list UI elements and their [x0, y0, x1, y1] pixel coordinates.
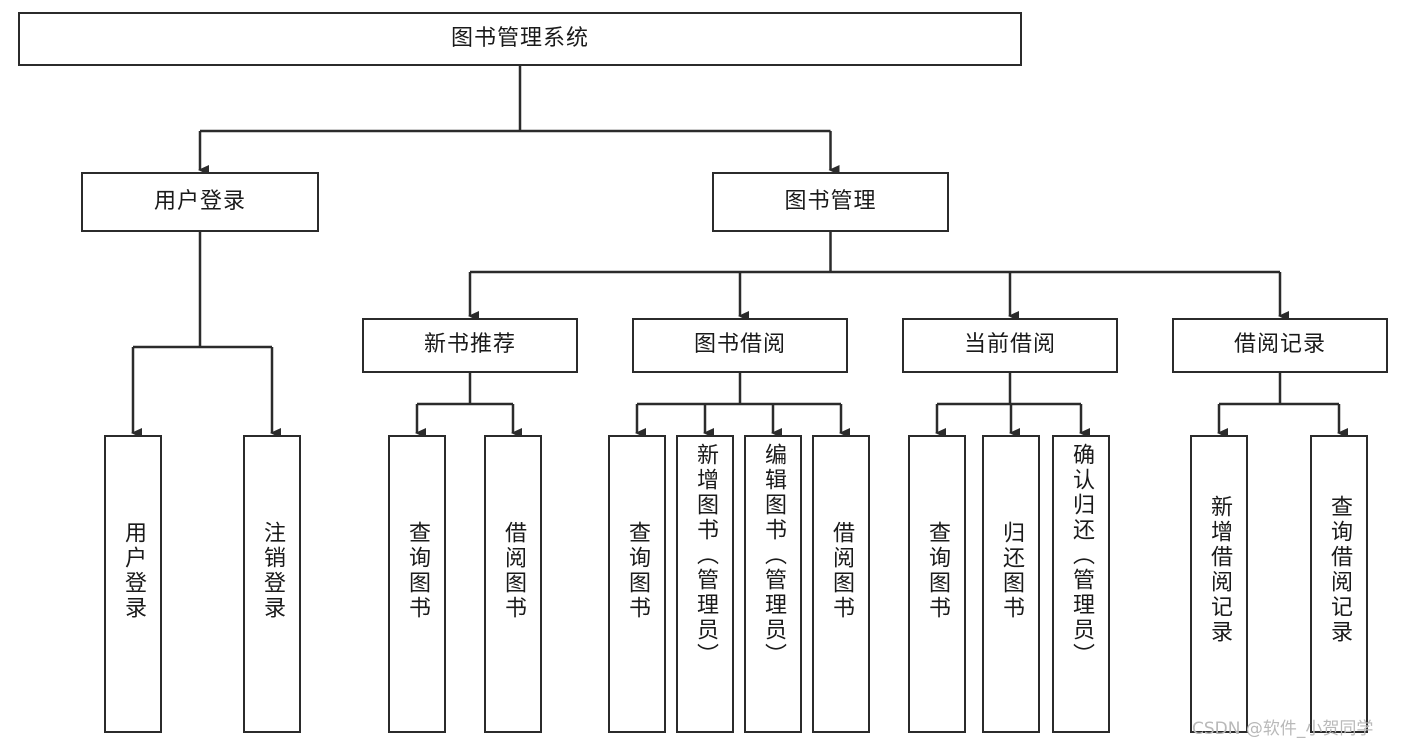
node-leaf-b-lend: 借阅图书: [812, 435, 870, 733]
node-leaf-user-login: 用户登录: [104, 435, 162, 733]
node-leaf-b-query: 查询图书: [608, 435, 666, 733]
node-label: 图书管理: [784, 188, 877, 214]
node-label: 查询图书: [925, 521, 950, 621]
node-root: 图书管理系统: [18, 12, 1022, 66]
node-leaf-c-return: 归还图书: [982, 435, 1040, 733]
node-label: 新增图书（管理员）: [693, 443, 718, 668]
node-l3-record: 借阅记录: [1172, 318, 1388, 373]
node-label: 借阅图书: [501, 521, 526, 621]
node-label: 注销登录: [260, 521, 285, 621]
node-label: 借阅记录: [1233, 332, 1326, 358]
node-leaf-r-add: 新增借阅记录: [1190, 435, 1248, 733]
node-label: 查询图书: [405, 521, 430, 621]
node-label: 图书借阅: [693, 332, 786, 358]
node-label: 图书管理系统: [450, 25, 589, 51]
node-leaf-user-logout: 注销登录: [243, 435, 301, 733]
node-label: 用户登录: [153, 188, 246, 214]
node-label: 借阅图书: [829, 521, 854, 621]
node-leaf-b-add: 新增图书（管理员）: [676, 435, 734, 733]
node-label: 当前借阅: [963, 332, 1056, 358]
node-label: 归还图书: [999, 521, 1024, 621]
node-leaf-new-borrow: 借阅图书: [484, 435, 542, 733]
node-label: 新增借阅记录: [1207, 495, 1232, 645]
node-l2-book: 图书管理: [712, 172, 949, 232]
csdn-watermark: CSDN @软件_小贺同学: [1192, 719, 1374, 739]
node-label: 查询借阅记录: [1327, 495, 1352, 645]
node-leaf-c-query: 查询图书: [908, 435, 966, 733]
node-label: 编辑图书（管理员）: [761, 443, 786, 668]
node-leaf-r-query: 查询借阅记录: [1310, 435, 1368, 733]
node-label: 新书推荐: [423, 332, 516, 358]
node-l3-new: 新书推荐: [362, 318, 578, 373]
node-l2-user: 用户登录: [81, 172, 319, 232]
node-label: 确认归还（管理员）: [1069, 443, 1094, 668]
node-leaf-new-query: 查询图书: [388, 435, 446, 733]
node-label: 查询图书: [625, 521, 650, 621]
node-label: 用户登录: [121, 521, 146, 621]
node-l3-current: 当前借阅: [902, 318, 1118, 373]
node-leaf-b-edit: 编辑图书（管理员）: [744, 435, 802, 733]
node-leaf-c-confirm: 确认归还（管理员）: [1052, 435, 1110, 733]
node-l3-borrow: 图书借阅: [632, 318, 848, 373]
